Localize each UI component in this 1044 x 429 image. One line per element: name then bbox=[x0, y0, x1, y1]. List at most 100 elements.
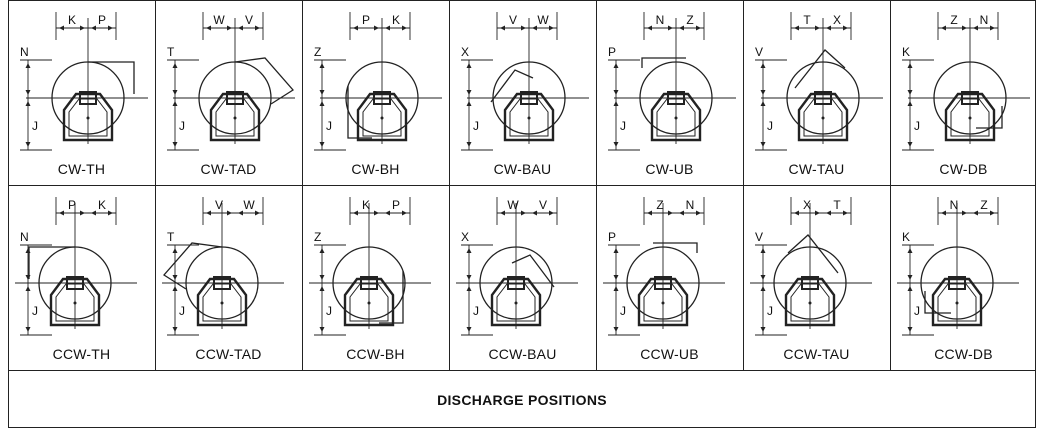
fan-drawing bbox=[897, 203, 1019, 329]
dimension-label: P bbox=[608, 45, 616, 59]
dimension-annotations: P K Z J bbox=[314, 12, 411, 151]
dimension-label: T bbox=[803, 13, 811, 27]
position-label: CW-TH bbox=[57, 161, 106, 177]
column-divider bbox=[449, 0, 450, 370]
dimension-label: J bbox=[179, 304, 185, 318]
position-label: CCW-UB bbox=[640, 346, 699, 362]
position-label: CW-UB bbox=[645, 161, 694, 177]
dimension-label: K bbox=[902, 45, 910, 59]
dimension-label: V bbox=[509, 13, 517, 27]
discharge-duct bbox=[347, 86, 372, 139]
fan-base bbox=[49, 277, 101, 327]
fan-diagram: W V X J bbox=[456, 197, 578, 336]
fan-base bbox=[650, 92, 702, 142]
dimension-label: T bbox=[167, 45, 175, 59]
dimension-label: N bbox=[686, 198, 695, 212]
dimension-label: X bbox=[461, 45, 469, 59]
dimension-label: J bbox=[914, 119, 920, 133]
fan-drawing bbox=[15, 203, 137, 329]
grid-bottom-divider bbox=[8, 370, 1036, 371]
dimension-label: N bbox=[980, 13, 989, 27]
row-divider bbox=[8, 185, 1036, 186]
discharge-duct bbox=[490, 69, 534, 103]
fan-drawing bbox=[456, 203, 578, 329]
fan-base bbox=[931, 277, 983, 327]
discharge-duct bbox=[641, 57, 686, 68]
dimension-label: J bbox=[179, 119, 185, 133]
position-label: CCW-TAU bbox=[783, 346, 850, 362]
column-divider bbox=[155, 0, 156, 370]
dimension-label: P bbox=[98, 13, 106, 27]
dimension-label: Z bbox=[656, 198, 663, 212]
dimension-label: K bbox=[392, 13, 400, 27]
discharge-duct bbox=[976, 106, 1003, 129]
position-label: CW-DB bbox=[939, 161, 988, 177]
position-label: CW-TAU bbox=[788, 161, 845, 177]
column-divider bbox=[302, 0, 303, 370]
fan-base bbox=[196, 277, 248, 327]
discharge-duct bbox=[234, 57, 294, 105]
dimension-label: P bbox=[68, 198, 76, 212]
dimension-label: W bbox=[537, 13, 549, 27]
discharge-duct bbox=[924, 291, 951, 314]
fan-base bbox=[62, 92, 114, 142]
fan-drawing bbox=[467, 18, 589, 144]
dimension-label: J bbox=[473, 304, 479, 318]
dimension-label: T bbox=[833, 198, 841, 212]
fan-base bbox=[343, 277, 395, 327]
dimension-label: J bbox=[620, 304, 626, 318]
dimension-label: J bbox=[914, 304, 920, 318]
dimension-label: K bbox=[902, 230, 910, 244]
dimension-label: N bbox=[20, 230, 29, 244]
fan-base bbox=[784, 277, 836, 327]
fan-drawing bbox=[26, 18, 148, 144]
dimension-label: J bbox=[32, 304, 38, 318]
dimension-label: Z bbox=[314, 45, 321, 59]
discharge-duct bbox=[653, 242, 698, 253]
position-label: CCW-BH bbox=[346, 346, 405, 362]
diagram-title: DISCHARGE POSITIONS bbox=[437, 392, 607, 408]
dimension-label: W bbox=[507, 198, 519, 212]
dimension-label: V bbox=[755, 45, 763, 59]
discharge-duct bbox=[787, 234, 839, 274]
fan-drawing bbox=[320, 18, 442, 144]
discharge-duct bbox=[88, 61, 135, 94]
discharge-duct bbox=[28, 246, 75, 279]
dimension-label: K bbox=[362, 198, 370, 212]
dimension-label: J bbox=[767, 304, 773, 318]
fan-drawing bbox=[614, 18, 736, 144]
fan-drawing bbox=[309, 203, 431, 329]
position-label: CCW-TH bbox=[52, 346, 111, 362]
fan-drawing bbox=[603, 203, 725, 329]
dimension-label: X bbox=[461, 230, 469, 244]
dimension-label: J bbox=[32, 119, 38, 133]
dimension-label: V bbox=[755, 230, 763, 244]
dimension-label: V bbox=[539, 198, 547, 212]
fan-diagram: P K Z J bbox=[314, 12, 442, 151]
dimension-label: J bbox=[326, 119, 332, 133]
dimension-label: P bbox=[362, 13, 370, 27]
fan-base bbox=[944, 92, 996, 142]
